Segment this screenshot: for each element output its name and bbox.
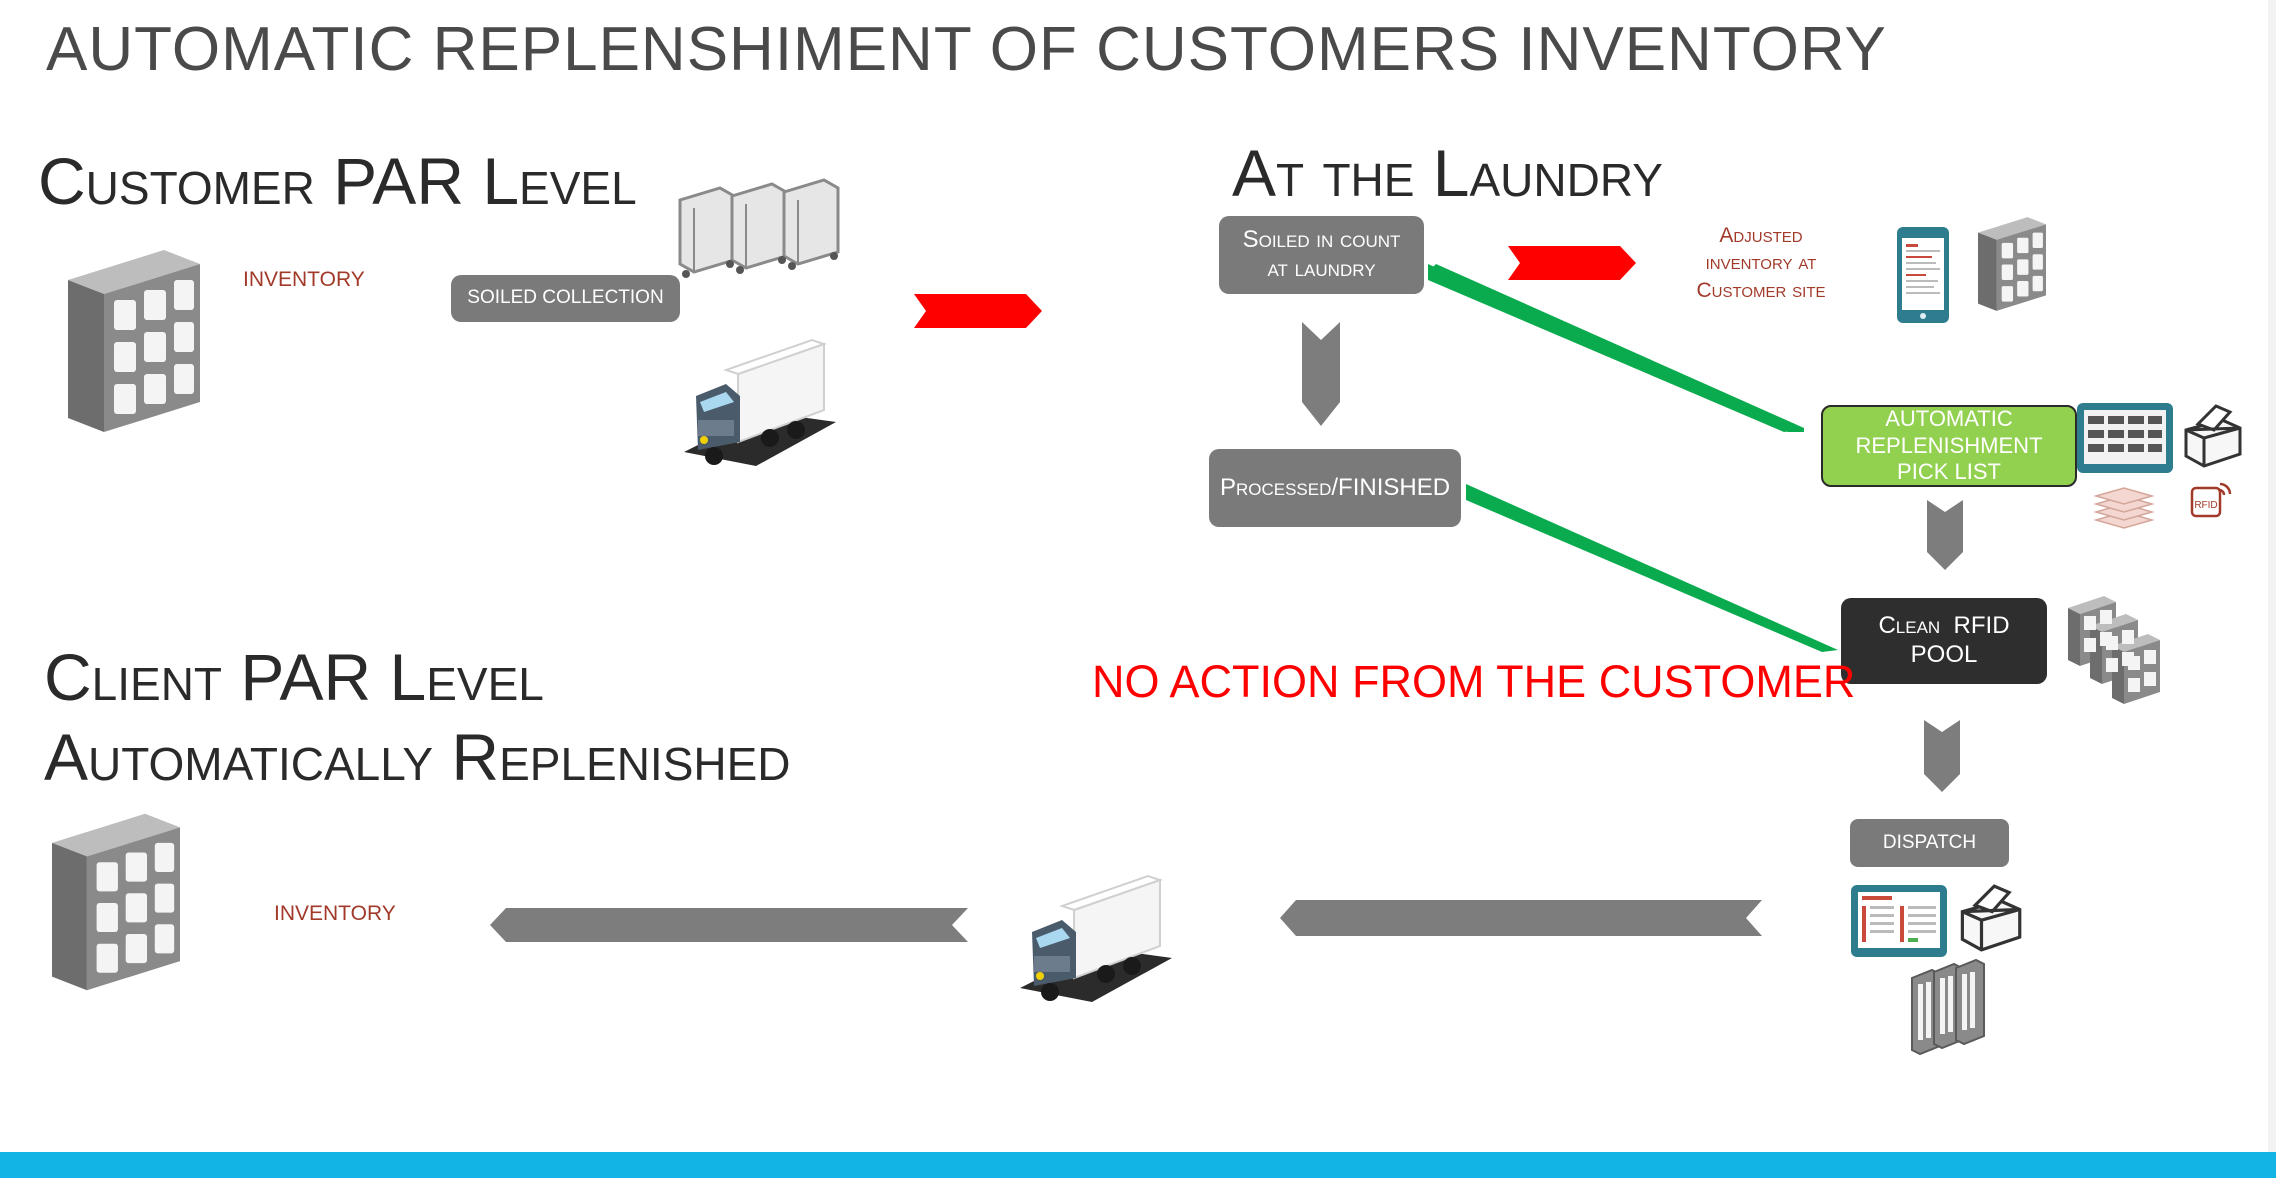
clean-rfid-pool-box: Clean RFID POOL [1841, 598, 2047, 684]
linen-stack-icon [2093, 487, 2155, 529]
shelf-inventory-icon [52, 813, 180, 991]
adjusted-line2: inventory at [1705, 251, 1817, 275]
laundry-cart-icon [678, 178, 840, 278]
shelf-inventory-icon [1978, 217, 2046, 311]
rfid-tag-text: RFID [2194, 500, 2217, 511]
inventory-label-top: INVENTORY [243, 268, 365, 291]
down-chevron-arrow [1302, 322, 1340, 426]
clean-pool-line1: Clean RFID [1878, 612, 2010, 640]
shelf-inventory-icon [2068, 596, 2160, 704]
dispatch-box: DISPATCH [1850, 819, 2009, 867]
laundry-cart-icon [1911, 958, 1985, 1056]
printer-icon [2184, 404, 2242, 468]
adjusted-line1: Adjusted [1719, 224, 1803, 247]
processed-finished-box: Processed/FINISHED [1209, 449, 1461, 527]
right-edge-strip [2268, 0, 2276, 1152]
red-arrow [1508, 246, 1636, 280]
red-arrow [914, 294, 1042, 328]
section-automatically-replenished: Automatically Replenished [44, 720, 791, 794]
inventory-label-bottom: INVENTORY [274, 902, 396, 925]
soiled-count-line1: Soiled in count [1242, 226, 1401, 254]
section-at-the-laundry: At the Laundry [1232, 136, 1663, 210]
section-customer-par-level: Customer PAR Level [38, 144, 637, 218]
printer-icon [1960, 884, 2022, 952]
return-arrow-left [490, 908, 968, 942]
green-arrow [1428, 264, 1804, 432]
green-arrow [1466, 484, 1838, 652]
shelf-inventory-icon [68, 250, 200, 432]
pick-list-line2: REPLENISHMENT [1855, 432, 2043, 458]
clean-pool-line2: POOL [1910, 641, 1978, 668]
rfid-tag-icon: RFID [2190, 482, 2232, 518]
delivery-truck-icon [684, 338, 836, 466]
pick-list-line1: AUTOMATIC [1885, 406, 2013, 432]
down-chevron-arrow [1927, 500, 1963, 570]
tablet-dashboard-icon [2077, 403, 2173, 473]
return-arrow-left [1280, 900, 1762, 936]
no-action-label: NO ACTION FROM THE CUSTOMER [1092, 656, 1856, 707]
soiled-count-box: Soiled in count at laundry [1219, 216, 1424, 294]
soiled-count-line2: at laundry [1267, 255, 1376, 282]
adjusted-inventory-label: Adjusted inventory at Customer site [1686, 222, 1836, 304]
adjusted-line3: Customer site [1696, 278, 1826, 302]
pick-list-box: AUTOMATIC REPLENISHMENT PICK LIST [1821, 405, 2077, 487]
footer-bar [0, 1152, 2276, 1178]
pick-list-line3: PICK LIST [1897, 459, 2001, 485]
down-chevron-arrow [1924, 720, 1960, 792]
delivery-truck-icon [1020, 874, 1172, 1002]
section-client-par-level: Client PAR Level [44, 640, 544, 714]
soiled-collection-box: SOILED COLLECTION [451, 275, 680, 322]
tablet-icon [1897, 227, 1949, 323]
page-title: AUTOMATIC REPLENSHIMENT OF CUSTOMERS INV… [46, 15, 1887, 84]
tablet-dashboard-icon [1851, 885, 1947, 957]
